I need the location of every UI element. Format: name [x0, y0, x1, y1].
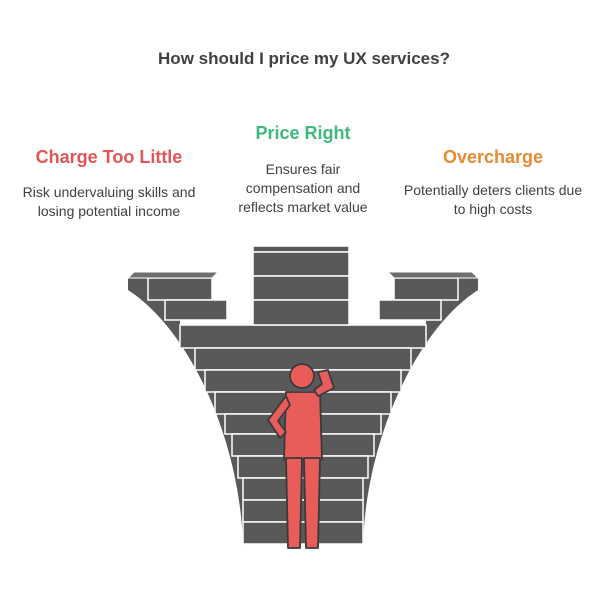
option-heading-charge-too-little: Charge Too Little: [35, 147, 183, 167]
step-right-1: [393, 277, 459, 301]
tower-cap: [252, 245, 350, 253]
thinking-person-icon: [267, 363, 335, 549]
tower-block-1: [252, 251, 350, 277]
option-description-price-right: Ensures fair compensation and reflects m…: [238, 161, 368, 215]
tower-block-3: [252, 299, 350, 326]
step-3: [179, 324, 427, 349]
step-12: [242, 521, 364, 545]
step-10: [242, 477, 364, 501]
option-heading-overcharge: Overcharge: [442, 147, 544, 167]
step-11: [242, 499, 364, 523]
option-heading-price-right: Price Right: [255, 123, 351, 143]
person-left-leg: [285, 457, 303, 549]
tower-block-2: [252, 275, 350, 301]
person-right-leg: [303, 457, 321, 549]
step-left-2: [164, 299, 228, 321]
person-left-arm: [267, 395, 291, 439]
step-left-1: [147, 277, 213, 301]
step-right-2: [378, 299, 442, 321]
person-head: [289, 363, 315, 389]
person-torso: [283, 391, 323, 461]
stairs-middle-tower: [252, 245, 350, 326]
person-right-arm: [313, 369, 335, 397]
option-description-charge-too-little: Risk undervaluing skills and losing pote…: [22, 184, 196, 219]
option-description-overcharge: Potentially deters clients due to high c…: [403, 182, 583, 217]
page-title: How should I price my UX services?: [158, 49, 450, 68]
stairs-top-platforms: [126, 271, 480, 279]
